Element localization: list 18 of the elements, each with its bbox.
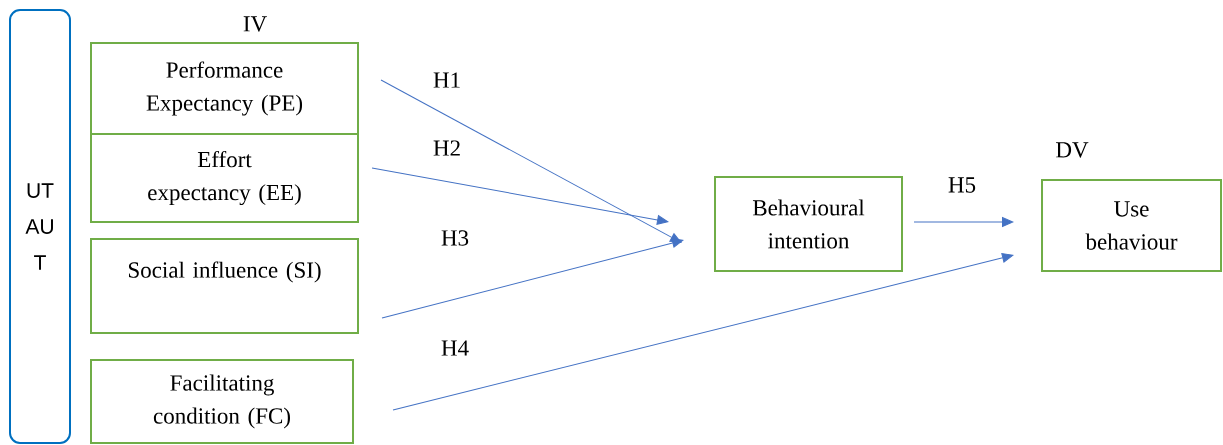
construct-box: Use behaviour xyxy=(1041,179,1222,272)
group-label: DV xyxy=(1056,142,1089,158)
edge-label: H4 xyxy=(439,339,471,357)
edge-label: H1 xyxy=(431,71,463,89)
edge-label: H5 xyxy=(946,176,978,194)
construct-box: Social influence (SI) xyxy=(90,238,359,334)
arrow xyxy=(371,167,669,225)
arrow xyxy=(381,238,684,319)
construct-box: Performance Expectancy (PE) xyxy=(90,42,359,135)
construct-box: Behavioural intention xyxy=(714,176,903,272)
framework-bar: UT AU T xyxy=(9,9,71,444)
edge-label: H2 xyxy=(431,139,463,157)
arrow xyxy=(392,253,1014,411)
arrow xyxy=(913,217,1014,227)
construct-box: Facilitating condition (FC) xyxy=(90,359,354,444)
edge-label: H3 xyxy=(439,229,471,247)
construct-box: Effort expectancy (EE) xyxy=(90,133,359,223)
arrow xyxy=(380,79,682,243)
